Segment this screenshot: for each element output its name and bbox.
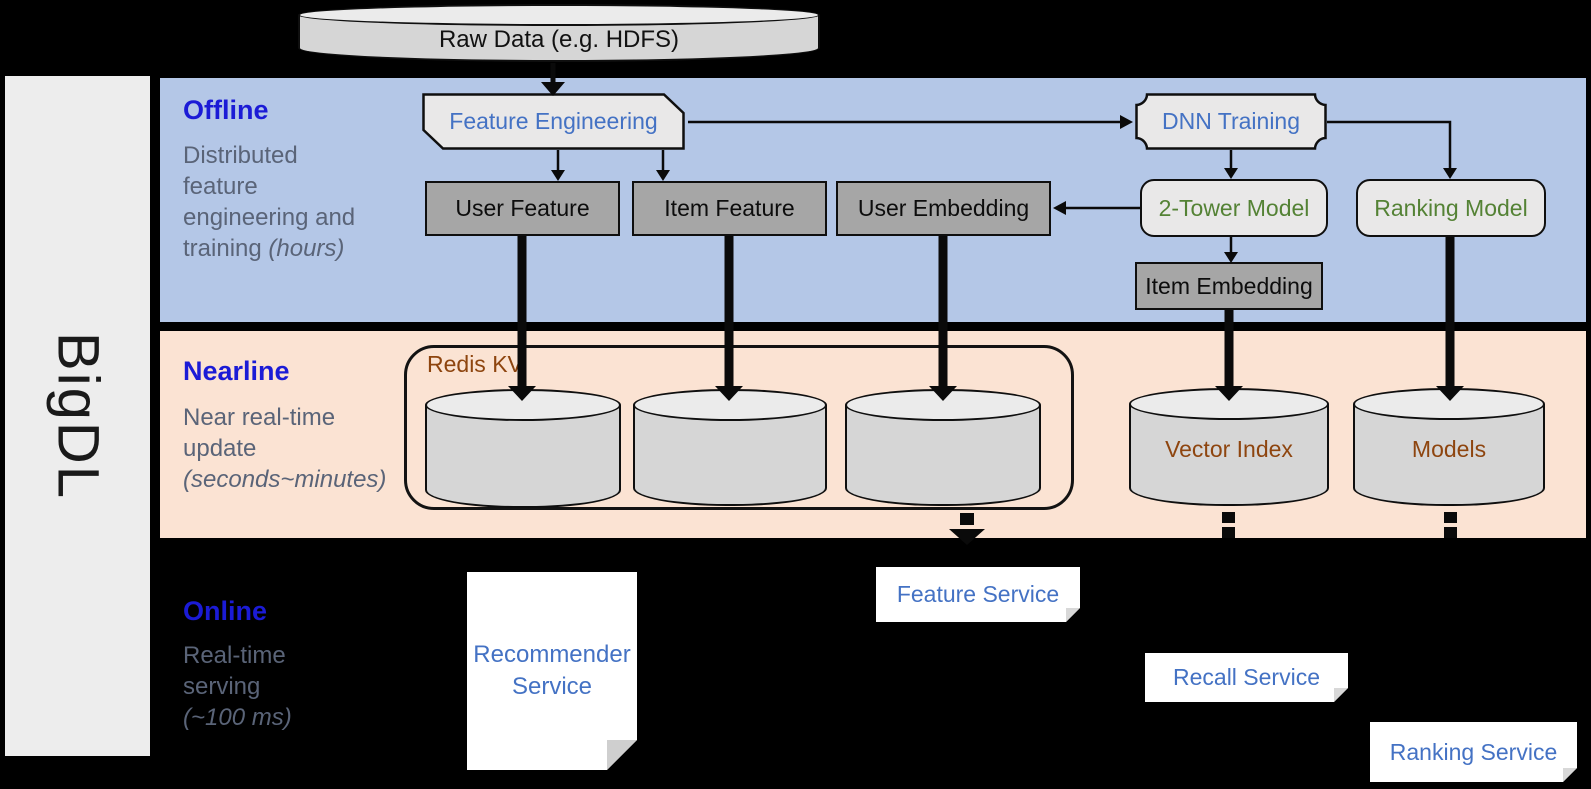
two-tower-model-node: 2-Tower Model [1140, 179, 1328, 237]
nearline-subtitle-italic: (seconds~minutes) [183, 466, 387, 493]
online-subtitle-italic: (~100 ms) [183, 704, 292, 731]
offline-subtitle-text: Distributed feature engineering and trai… [183, 142, 356, 262]
redis-cylinder-3 [845, 389, 1041, 506]
redis-cylinder-1 [425, 389, 621, 508]
ranking-service-label: Ranking Service [1389, 738, 1558, 765]
plaque-shape [1135, 93, 1327, 150]
offline-subtitle: Distributed feature engineering and trai… [183, 140, 433, 264]
recall-service-node: Recall Service [1145, 653, 1348, 702]
cylinder-body [1129, 404, 1329, 506]
offline-subtitle-italic: (hours) [268, 235, 345, 262]
item-feature-node: Item Feature [632, 181, 827, 236]
raw-data-label: Raw Data (e.g. HDFS) [438, 26, 680, 53]
page-fold-corner [1334, 688, 1348, 702]
ranking-model-node: Ranking Model [1356, 179, 1546, 237]
page-fold-corner [1066, 608, 1080, 622]
redis-cylinder-2 [633, 389, 827, 506]
recall-service-label: Recall Service [1173, 664, 1320, 690]
cylinder-body [845, 405, 1041, 506]
snip-corner-shape [422, 93, 685, 150]
redis-kv-container [404, 345, 1074, 510]
online-subtitle-text: Real-time serving [183, 642, 286, 700]
raw-data-cylinder: Raw Data (e.g. HDFS) [298, 4, 820, 62]
cylinder-top [425, 389, 621, 421]
feature-service-node: Feature Service [876, 567, 1080, 622]
two-tower-model-label: 2-Tower Model [1158, 194, 1310, 221]
models-cylinder: Models [1353, 388, 1545, 506]
vector-index-cylinder: Vector Index [1129, 388, 1329, 506]
user-feature-node: User Feature [425, 181, 620, 236]
cylinder-body [633, 405, 827, 506]
nearline-subtitle-text: Near real-time update [183, 404, 336, 462]
cylinder-top [633, 389, 827, 421]
online-title: Online [183, 596, 268, 626]
bigdl-logo-text: BigDL [45, 332, 110, 500]
item-embedding-label: Item Embedding [1145, 272, 1313, 299]
cylinder-top [845, 389, 1041, 421]
online-subtitle: Real-time serving (~100 ms) [183, 640, 443, 733]
item-feature-label: Item Feature [664, 195, 795, 221]
recommender-service-label: Recommender Service [473, 640, 631, 700]
user-embedding-label: User Embedding [857, 195, 1030, 221]
ranking-model-label: Ranking Model [1374, 194, 1528, 221]
feature-service-label: Feature Service [896, 581, 1060, 607]
dnn-training-node: DNN Training [1135, 93, 1327, 150]
cylinder-body [1353, 404, 1545, 506]
user-embedding-node: User Embedding [836, 181, 1051, 236]
page-fold-corner [1563, 768, 1577, 782]
offline-title: Offline [183, 95, 269, 125]
cylinder-body [425, 405, 621, 508]
user-feature-label: User Feature [455, 195, 590, 221]
recommender-service-node: Recommender Service [467, 572, 637, 770]
dnn-training-label: DNN Training [1161, 108, 1301, 134]
vector-index-label: Vector Index [1165, 436, 1293, 462]
nearline-subtitle: Near real-time update (seconds~minutes) [183, 402, 443, 495]
bigdl-sidebar: BigDL [5, 76, 150, 756]
feature-engineering-node: Feature Engineering [422, 93, 685, 150]
page-fold-corner [607, 740, 637, 770]
models-label: Models [1411, 436, 1487, 462]
ranking-service-node: Ranking Service [1370, 722, 1577, 782]
item-embedding-node: Item Embedding [1135, 262, 1323, 310]
cylinder-top [1129, 388, 1329, 420]
redis-kv-label: Redis KV [427, 351, 523, 377]
feature-engineering-label: Feature Engineering [449, 108, 658, 134]
cylinder-top [298, 4, 820, 26]
nearline-title: Nearline [183, 356, 290, 386]
cylinder-top [1353, 388, 1545, 420]
